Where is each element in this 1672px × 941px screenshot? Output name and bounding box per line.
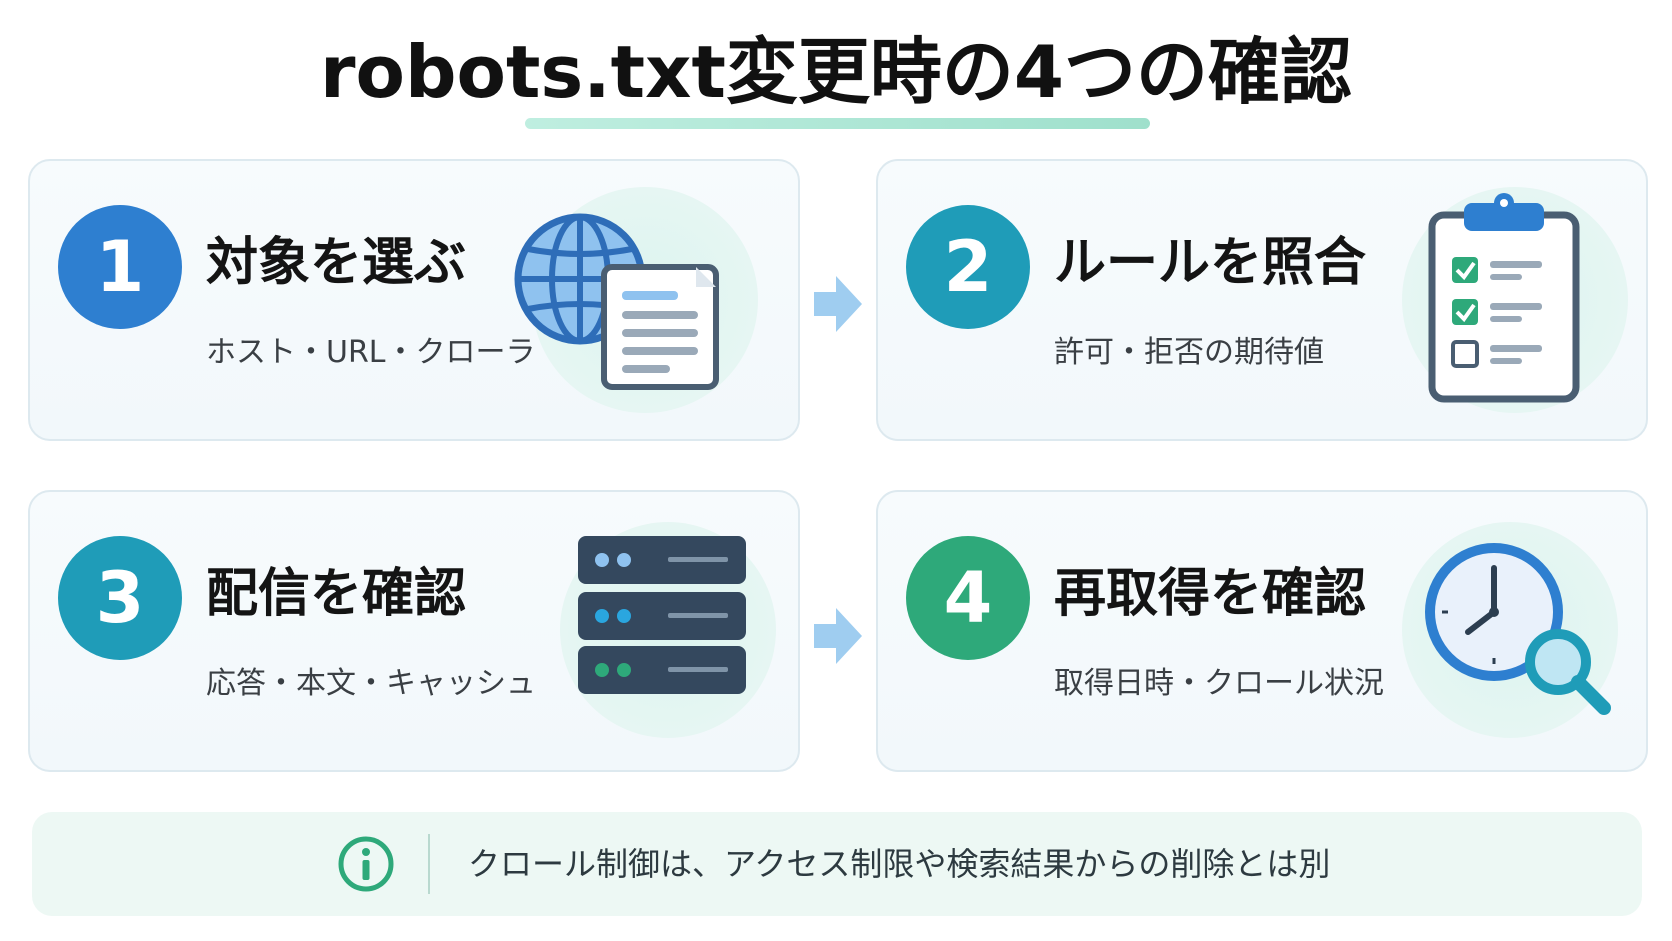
clipboard-checklist-icon <box>1428 193 1580 403</box>
step-subtitle-3: 応答・本文・キャッシュ <box>206 666 536 701</box>
step-title-2: ルールを照合 <box>1054 233 1367 293</box>
info-note: クロール制御は、アクセス制限や検索結果からの削除とは別 <box>32 812 1642 916</box>
step-card-1: 1 対象を選ぶ ホスト・URL・クローラ <box>28 159 800 441</box>
step-card-2: 2 ルールを照合 許可・拒否の期待値 <box>876 159 1648 441</box>
step-title-3: 配信を確認 <box>206 564 467 624</box>
title-underline <box>525 118 1150 129</box>
step-card-3: 3 配信を確認 応答・本文・キャッシュ <box>28 490 800 772</box>
info-icon <box>338 836 394 892</box>
step-number-4: 4 <box>906 536 1030 660</box>
arrow-right-icon <box>814 276 862 332</box>
server-icon <box>578 536 746 694</box>
step-title-4: 再取得を確認 <box>1054 564 1367 624</box>
globe-document-icon <box>514 213 719 390</box>
step-card-4: 4 再取得を確認 取得日時・クロール状況 <box>876 490 1648 772</box>
step-subtitle-4: 取得日時・クロール状況 <box>1054 666 1384 701</box>
step-number-3: 3 <box>58 536 182 660</box>
step-number-1: 1 <box>58 205 182 329</box>
page-title: robots.txt変更時の4つの確認 <box>320 30 1352 114</box>
arrow-right-icon <box>814 608 862 664</box>
note-divider <box>428 834 430 894</box>
step-title-1: 対象を選ぶ <box>206 233 467 293</box>
step-subtitle-2: 許可・拒否の期待値 <box>1054 335 1324 370</box>
step-subtitle-1: ホスト・URL・クローラ <box>206 335 536 370</box>
note-text: クロール制御は、アクセス制限や検索結果からの削除とは別 <box>468 845 1331 883</box>
clock-magnifier-icon <box>1425 543 1611 715</box>
step-number-2: 2 <box>906 205 1030 329</box>
